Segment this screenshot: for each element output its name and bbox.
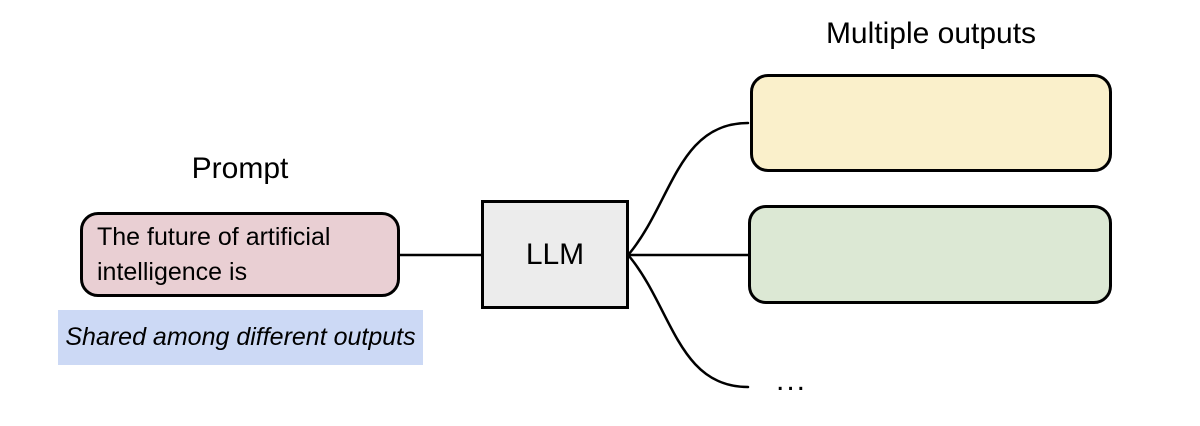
shared-note: Shared among different outputs [58, 310, 423, 365]
outputs-ellipsis: ... [776, 364, 808, 397]
connector-llm-to-ellipsis [627, 254, 750, 389]
prompt-box: The future of artificial intelligence is [80, 212, 400, 297]
prompt-title: Prompt [191, 152, 289, 185]
llm-box-label: LLM [525, 237, 585, 271]
output-box-2 [748, 205, 1112, 304]
shared-note-text: Shared among different outputs [65, 323, 416, 351]
llm-box: LLM [481, 200, 629, 309]
prompt-box-text: The future of artificial intelligence is [97, 222, 331, 286]
output-box-1 [750, 74, 1112, 172]
connector-llm-to-output-top [627, 121, 750, 256]
multiple-outputs-title: Multiple outputs [825, 17, 1037, 50]
